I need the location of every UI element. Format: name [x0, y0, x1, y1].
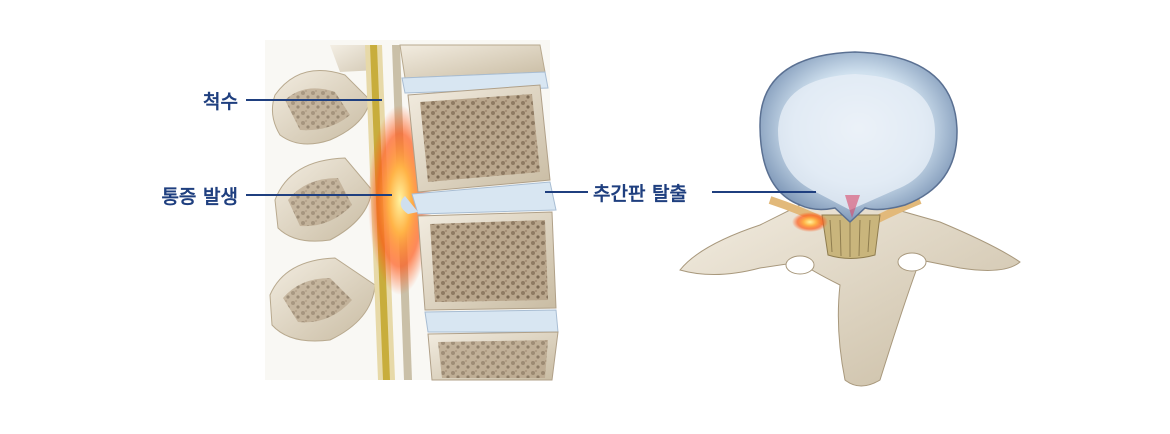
label-disc-herniation-text: 추간판 탈출: [593, 183, 687, 205]
vertebral-bodies: [399, 44, 559, 381]
compression-glow: [792, 212, 828, 232]
foramen-left: [785, 255, 815, 275]
label-pain-text: 통증 발생: [161, 186, 238, 208]
axial-vertebra-illustration: [679, 51, 1021, 387]
label-disc-herniation: 추간판 탈출: [545, 183, 816, 205]
label-spinal-cord: 척수: [203, 91, 382, 113]
lateral-spine-illustration: [265, 40, 559, 381]
label-pain: 통증 발생: [161, 186, 392, 208]
cauda-equina: [821, 214, 881, 259]
label-spinal-cord-text: 척수: [203, 91, 238, 113]
foramen-right: [897, 252, 927, 272]
